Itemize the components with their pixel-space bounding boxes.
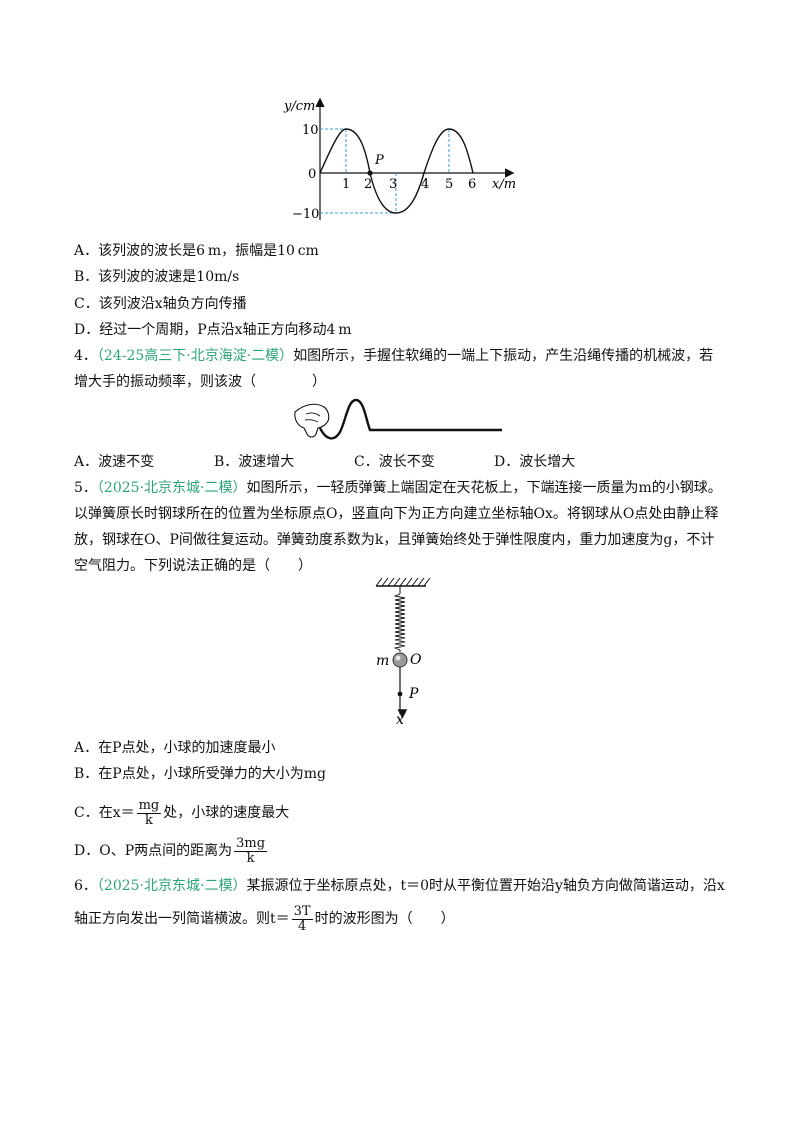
- q6-source: （2025·北京东城·二模）: [96, 878, 247, 894]
- dashed-guides: [320, 128, 450, 214]
- q3-option-b: B．该列波的波速是10m/s: [74, 269, 240, 285]
- spring-coil: [393, 593, 406, 651]
- q3-option-c: C．该列波沿x轴负方向传播: [74, 296, 247, 312]
- origin-o-label: O: [410, 652, 422, 668]
- y-tick-neg10: −10: [292, 207, 319, 222]
- q5-source: （2025·北京东城·二模）: [96, 480, 247, 496]
- point-p-label-spring: P: [408, 686, 419, 702]
- q4-option-d: D．波长增大: [494, 454, 576, 470]
- q4-option-b: B．波速增大: [214, 454, 295, 470]
- sine-curve: [319, 128, 474, 214]
- x-tick-5: 5: [445, 177, 453, 192]
- q6-stem-pre: 轴正方向发出一列简谐横波。则t＝: [74, 911, 290, 927]
- q4-stem-line2: 增大手的振动频率，则该波（ ）: [74, 374, 326, 390]
- hand-icon: [294, 403, 330, 438]
- q5-stem-line2: 以弹簧原长时钢球所在的位置为坐标原点O，竖直向下为正方向建立坐标轴Ox。将钢球从…: [74, 506, 719, 522]
- x-tick-1: 1: [342, 177, 350, 192]
- x-axis-label: x/m: [492, 177, 516, 192]
- q3-option-d: D．经过一个周期，P点沿x轴正方向移动4 m: [74, 322, 352, 338]
- q5-option-d-den: k: [246, 850, 255, 866]
- q4-option-c: C．波长不变: [354, 454, 435, 470]
- q5-option-c-post: 处，小球的速度最大: [163, 805, 290, 821]
- wave-graph: P y/cm x/m 0 10 −10 1 2 3 4 5 6: [283, 97, 516, 222]
- q6-stem-line1: 6．（2025·北京东城·二模）某振源位于坐标原点处，t＝0时从平衡位置开始沿y…: [74, 876, 725, 896]
- q5-stem-line1: 5．（2025·北京东城·二模）如图所示，一轻质弹簧上端固定在天花板上，下端连接…: [74, 478, 722, 498]
- x-tick-2: 2: [364, 177, 372, 192]
- x-axis-label-spring: x: [396, 712, 404, 726]
- origin-label: 0: [308, 167, 316, 182]
- point-p-label: P: [374, 153, 384, 168]
- q4-number: 4．: [74, 348, 97, 364]
- q6-number: 6．: [74, 878, 97, 894]
- q4-stem-text1: 如图所示，手握住软绳的一端上下振动，产生沿绳传播的机械波，若: [293, 348, 714, 364]
- q5-option-c-den: k: [144, 812, 153, 828]
- x-tick-4: 4: [421, 177, 429, 192]
- q6-frac-num: 3T: [291, 903, 313, 920]
- q4-stem-line1: 4．（24-25高三下·北京海淀·二模）如图所示，手握住软绳的一端上下振动，产生…: [74, 346, 713, 366]
- y-axis-label: y/cm: [283, 99, 315, 114]
- q5-number: 5．: [74, 480, 97, 496]
- q5-option-d-pre: D．O、P两点间的距离为: [74, 843, 233, 859]
- x-tick-6: 6: [468, 177, 476, 192]
- point-p-dot: [367, 170, 373, 176]
- q4-option-a: A．波速不变: [74, 454, 155, 470]
- q5-stem-line4: 空气阻力。下列说法正确的是（ ）: [74, 558, 312, 574]
- rope-wave: [318, 398, 502, 440]
- q5-stem-line3: 放，钢球在O、P间做往复运动。弹簧劲度系数为k，且弹簧始终处于弹性限度内，重力加…: [74, 532, 715, 548]
- q6-frac-den: 4: [297, 918, 307, 934]
- q5-option-a: A．在P点处，小球的加速度最小: [74, 740, 276, 756]
- mass-label: m: [376, 653, 389, 669]
- steel-ball: [392, 652, 408, 668]
- q5-option-c-pre: C．在x＝: [74, 805, 135, 821]
- q3-option-a: A．该列波的波长是6 m，振幅是10 cm: [74, 243, 319, 259]
- y-tick-10: 10: [302, 123, 319, 138]
- q5-option-c-num: mg: [136, 797, 162, 814]
- q5-option-b: B．在P点处，小球所受弹力的大小为mg: [74, 766, 326, 782]
- hand-rope-figure: [294, 398, 502, 440]
- q5-stem-text1: 如图所示，一轻质弹簧上端固定在天花板上，下端连接一质量为m的小钢球。: [246, 480, 722, 496]
- point-p-dot-spring: [397, 691, 403, 697]
- q4-source: （24-25高三下·北京海淀·二模）: [96, 348, 294, 364]
- ceiling-hatch: [375, 577, 431, 587]
- spring-figure: m O P x: [375, 577, 431, 726]
- x-tick-3: 3: [389, 177, 397, 192]
- q5-option-d-num: 3mg: [234, 835, 268, 852]
- q6-stem-post: 时的波形图为（ ）: [314, 911, 455, 927]
- q6-stem-text1: 某振源位于坐标原点处，t＝0时从平衡位置开始沿y轴负方向做简谐运动，沿x: [246, 878, 725, 894]
